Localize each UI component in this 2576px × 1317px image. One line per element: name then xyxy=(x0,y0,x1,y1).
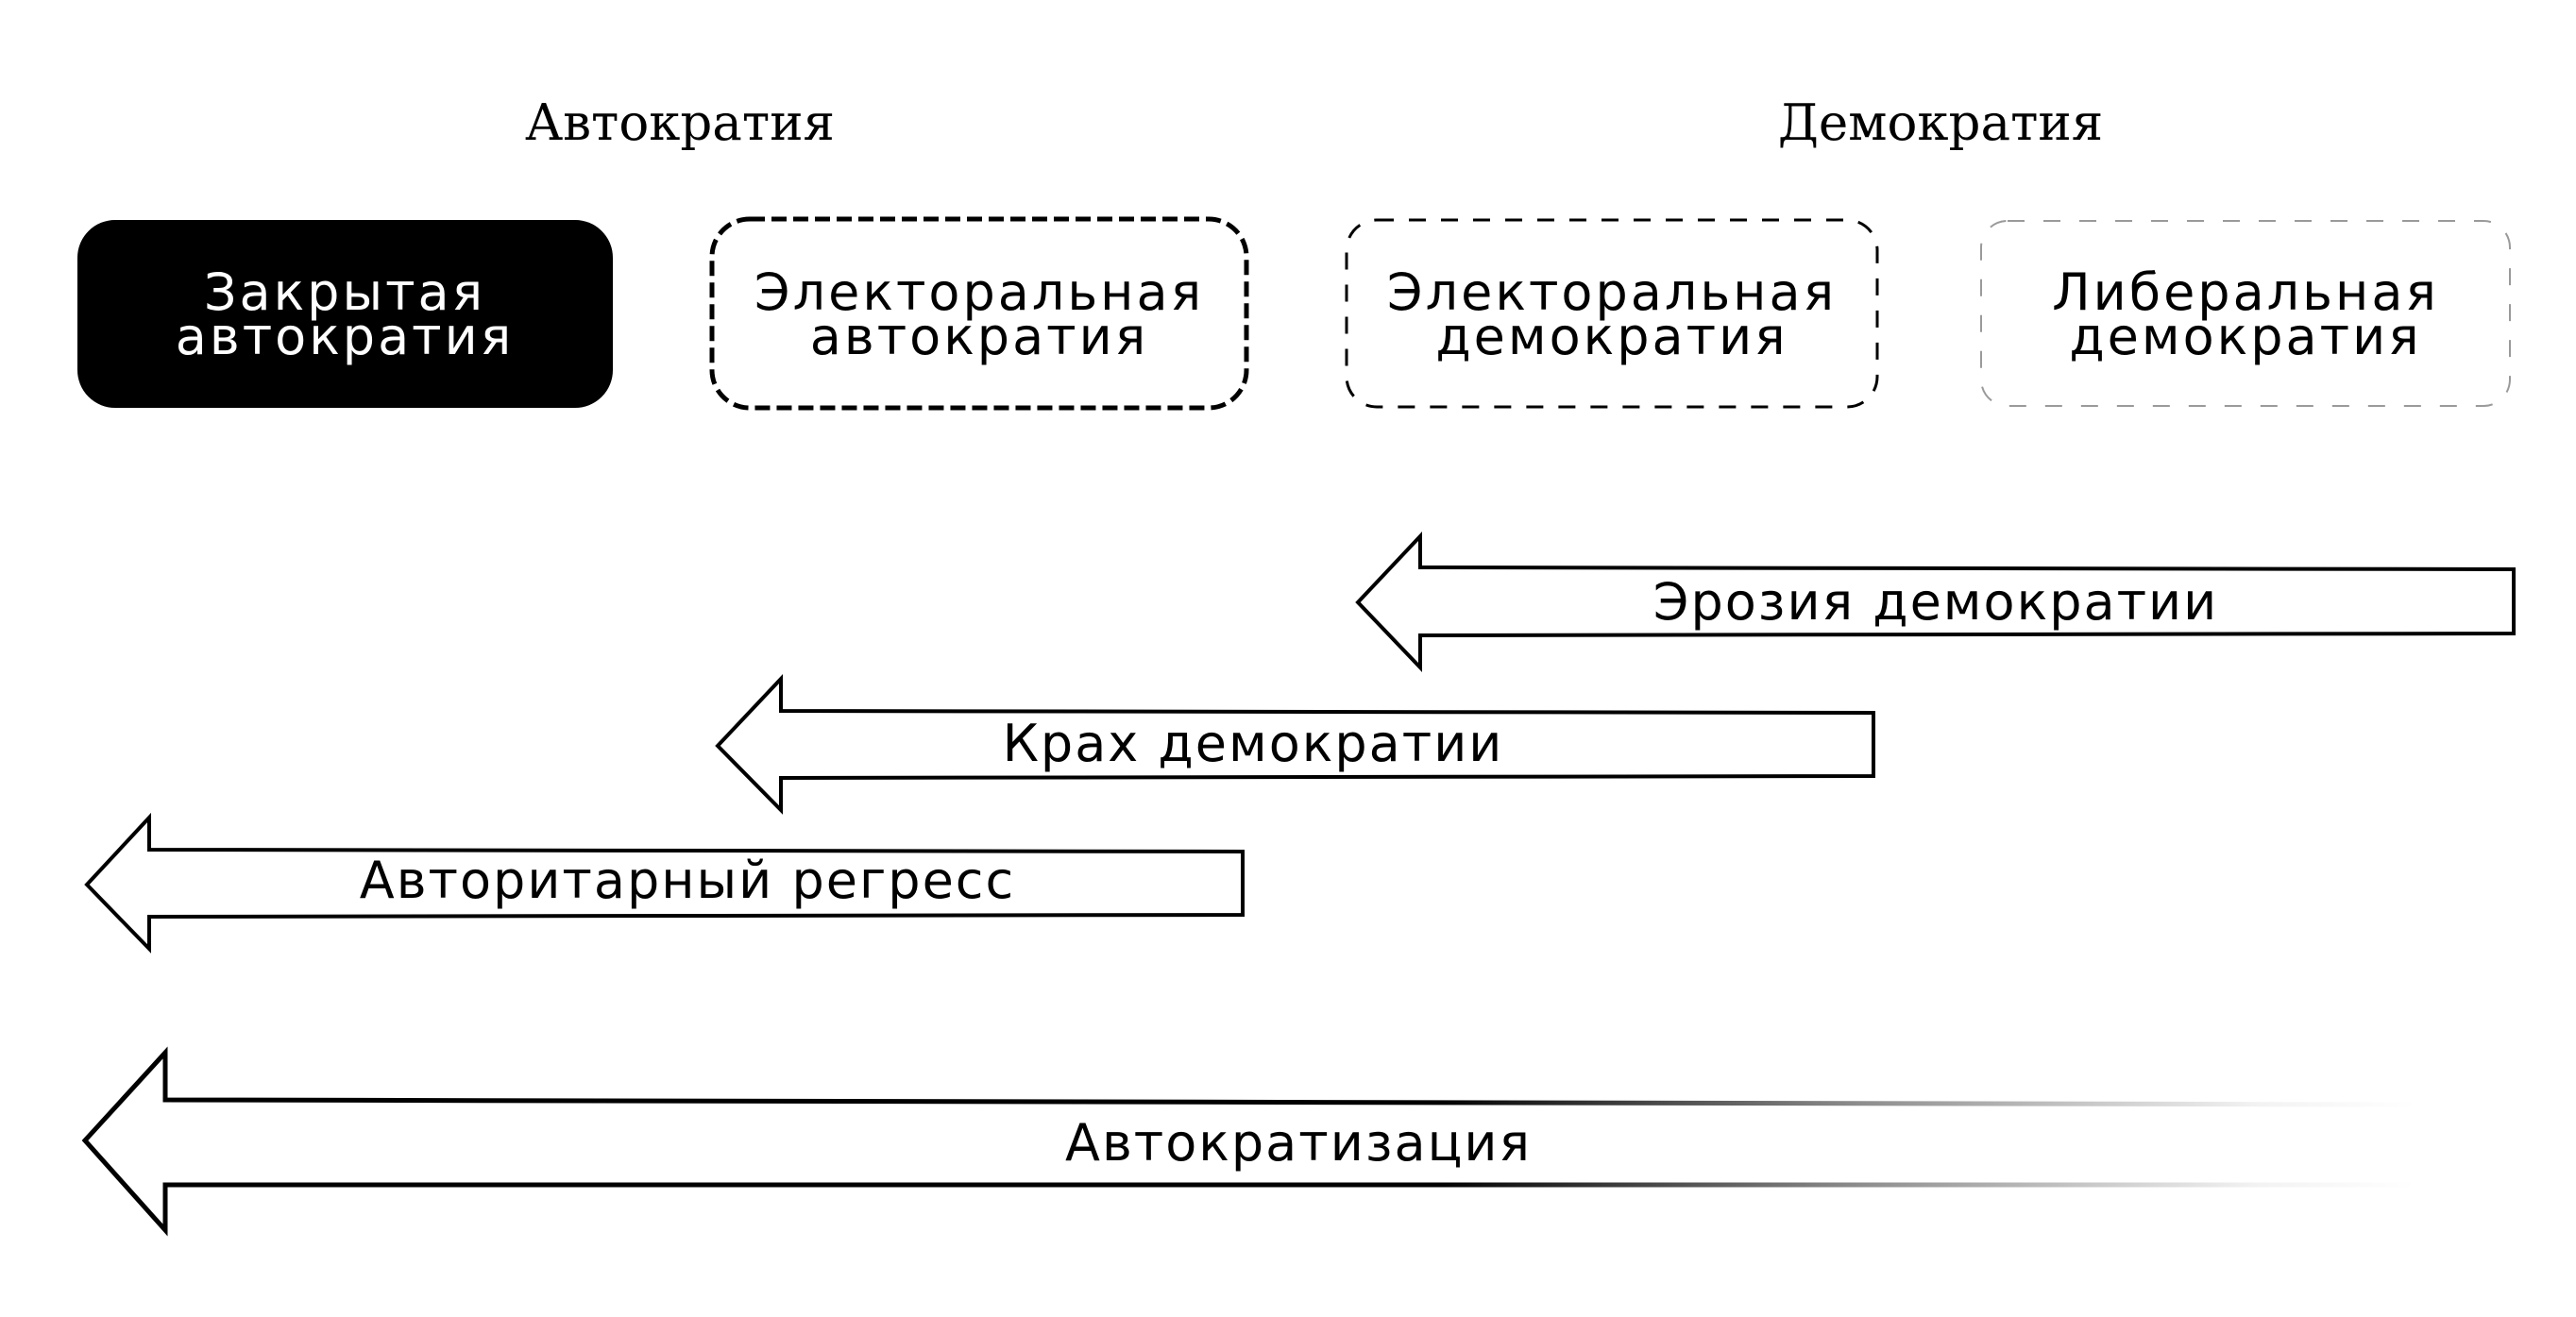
regime-closed-autocracy: Закрытая автократия xyxy=(77,220,613,408)
electoral-democracy-box xyxy=(1345,218,1879,409)
breakdown-arrow-label: Крах демократии xyxy=(1003,714,1504,773)
autocracy-heading: Автократия xyxy=(525,94,835,152)
closed-autocracy-box xyxy=(77,220,613,408)
closed-autocracy-label-line2: автократия xyxy=(176,307,514,366)
electoral-autocracy-label-line2: автократия xyxy=(810,307,1148,366)
arrow-democratic-breakdown: Крах демократии xyxy=(715,673,1875,815)
autocratization-arrow-shape xyxy=(81,1046,2414,1237)
electoral-democracy-label-line2: демократия xyxy=(1435,307,1788,366)
erosion-arrow-label: Эрозия демократии xyxy=(1653,572,2218,632)
liberal-democracy-box xyxy=(1980,220,2511,407)
liberal-democracy-label-line1: Либеральная xyxy=(2052,262,2439,322)
regression-arrow-shape xyxy=(84,812,1245,954)
regime-liberal-democracy: Либеральная демократия xyxy=(1980,220,2511,407)
erosion-arrow-shape xyxy=(1355,531,2516,672)
arrow-autocratic-regression: Авторитарный регресс xyxy=(84,812,1245,954)
liberal-democracy-label-line2: демократия xyxy=(2069,307,2421,366)
electoral-autocracy-box xyxy=(709,216,1249,411)
electoral-democracy-label-line1: Электоральная xyxy=(1387,262,1837,322)
regime-electoral-democracy: Электоральная демократия xyxy=(1345,218,1879,409)
closed-autocracy-label-line1: Закрытая xyxy=(204,262,485,322)
regression-arrow-label: Авторитарный регресс xyxy=(360,851,1015,910)
arrow-autocratization: Автократизация xyxy=(81,1046,2414,1237)
democracy-heading: Демократия xyxy=(1778,94,2103,152)
regime-electoral-autocracy: Электоральная автократия xyxy=(709,216,1249,411)
autocratization-arrow-label: Автократизация xyxy=(1065,1113,1532,1173)
electoral-autocracy-label-line1: Электоральная xyxy=(754,262,1204,322)
arrow-democratic-erosion: Эрозия демократии xyxy=(1355,531,2516,672)
breakdown-arrow-shape xyxy=(715,673,1875,815)
